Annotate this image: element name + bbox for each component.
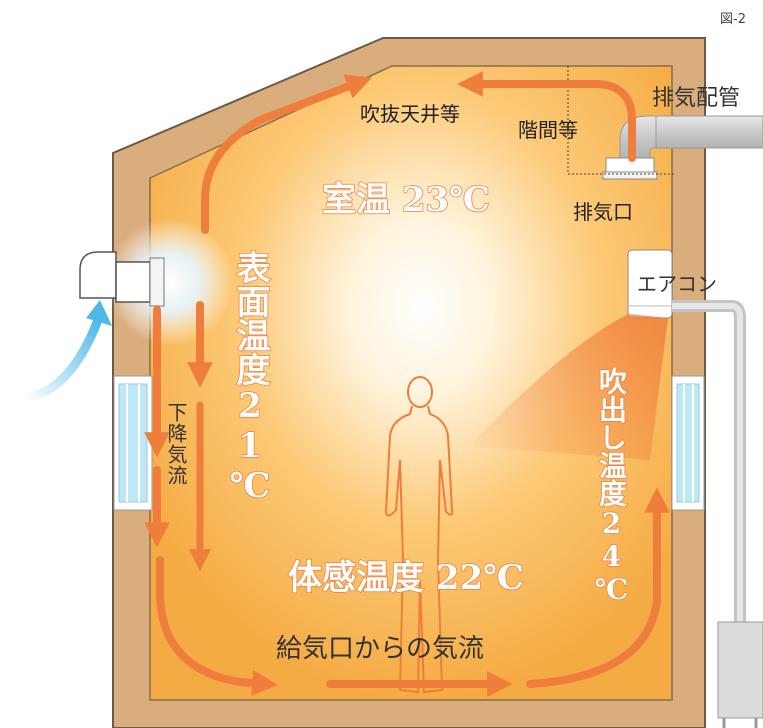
exhaust-pipe-label: 排気配管 <box>652 86 741 111</box>
downdraft-label: 下降気流 <box>164 402 188 486</box>
person-figure-icon <box>384 376 454 694</box>
supply-airflow-label: 給気口からの気流 <box>276 634 485 664</box>
circulation-arrows <box>144 71 670 697</box>
ac-discharge-plume <box>470 314 668 460</box>
air-conditioner-label: エアコン <box>637 272 717 296</box>
outside-air-arrow <box>20 315 103 403</box>
outlet-temperature-label: 吹出し温度24℃ <box>594 366 629 607</box>
stairwell-label: 階間等 <box>518 118 578 142</box>
right-window <box>671 375 705 511</box>
wellhole-ceiling-label: 吹抜天井等 <box>360 102 460 126</box>
air-conditioner <box>627 249 763 728</box>
surface-temperature-label: 表面温度21℃ <box>229 249 271 507</box>
figure-number: 図-2 <box>720 12 746 27</box>
exhaust-system <box>567 66 763 180</box>
room-temperature-label: 室温 23℃ <box>321 179 490 221</box>
felt-temperature-label: 体感温度 22℃ <box>287 557 524 599</box>
exhaust-port-label: 排気口 <box>573 200 633 224</box>
left-window <box>113 375 153 511</box>
